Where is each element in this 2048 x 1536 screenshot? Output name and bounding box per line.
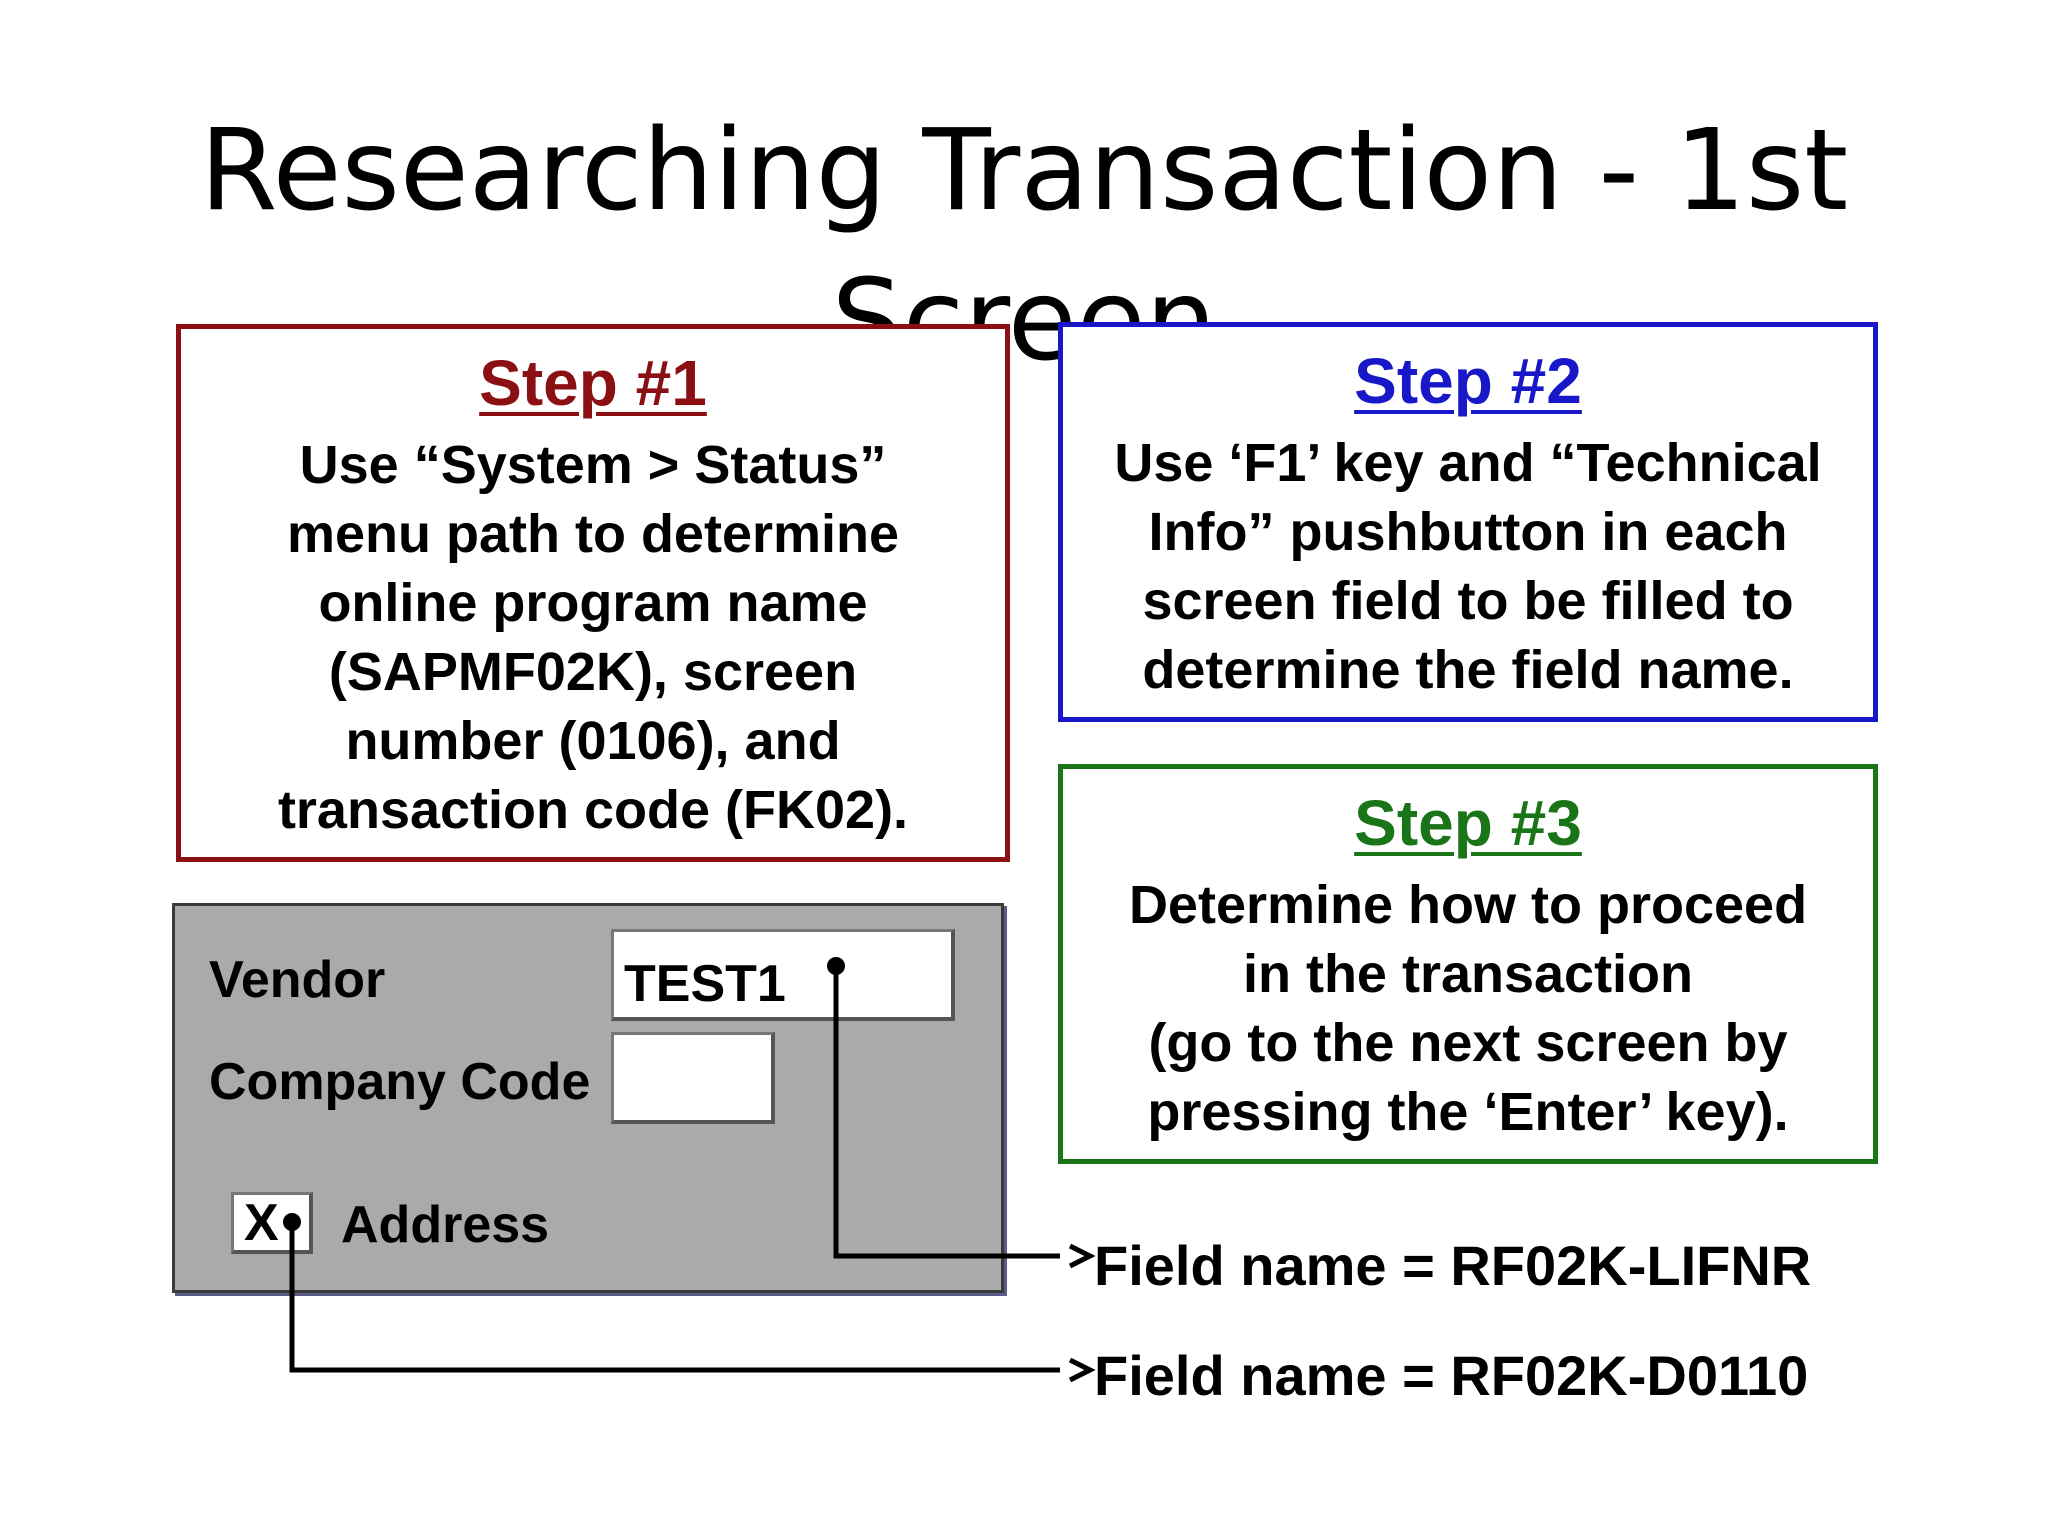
step-1-line: online program name (318, 573, 868, 633)
step-2-text: Use ‘F1’ key and “Technical Info” pushbu… (1063, 429, 1873, 705)
vendor-input[interactable]: TEST1 (611, 929, 955, 1021)
step-3-line: (go to the next screen by (1148, 1013, 1788, 1073)
step-3-box: Step #3 Determine how to proceed in the … (1058, 764, 1878, 1164)
vendor-label: Vendor (209, 951, 386, 1009)
vendor-arrowhead (1068, 1243, 1096, 1269)
address-field-name: Field name = RF02K-D0110 (1094, 1344, 1809, 1407)
step-1-line: (SAPMF02K), screen (328, 642, 858, 702)
step-3-line: in the transaction (1242, 944, 1694, 1004)
step-2-line: determine the field name. (1142, 640, 1794, 700)
step-1-heading: Step #1 (479, 347, 707, 419)
step-3-line: Determine how to proceed (1128, 875, 1808, 935)
step-2-box: Step #2 Use ‘F1’ key and “Technical Info… (1058, 322, 1878, 722)
step-1-box: Step #1 Use “System > Status” menu path … (176, 324, 1010, 862)
step-1-line: transaction code (FK02). (277, 780, 909, 840)
step-2-line: Use ‘F1’ key and “Technical (1114, 433, 1822, 493)
address-arrowhead (1068, 1357, 1096, 1383)
sap-screen-panel: Vendor TEST1 Company Code X Address (172, 903, 1004, 1293)
company-code-label: Company Code (209, 1053, 591, 1111)
checkbox-check-mark: X (244, 1194, 279, 1252)
step-2-line: Info” pushbutton in each (1148, 502, 1788, 562)
vendor-field-name: Field name = RF02K-LIFNR (1094, 1234, 1812, 1297)
step-2-heading: Step #2 (1354, 345, 1582, 417)
vendor-value: TEST1 (624, 955, 786, 1013)
step-1-text: Use “System > Status” menu path to deter… (181, 431, 1005, 845)
slide-title: Researching Transaction - 1st Screen (199, 106, 1849, 386)
address-checkbox[interactable]: X (231, 1192, 313, 1254)
step-3-text: Determine how to proceed in the transact… (1063, 871, 1873, 1147)
step-1-line: number (0106), and (345, 711, 841, 771)
step-3-heading: Step #3 (1354, 787, 1582, 859)
step-2-line: screen field to be filled to (1142, 571, 1794, 631)
address-label: Address (341, 1196, 550, 1254)
company-code-input[interactable] (611, 1032, 775, 1124)
step-3-line: pressing the ‘Enter’ key). (1147, 1082, 1789, 1142)
step-1-line: menu path to determine (286, 504, 900, 564)
step-1-line: Use “System > Status” (299, 435, 887, 495)
